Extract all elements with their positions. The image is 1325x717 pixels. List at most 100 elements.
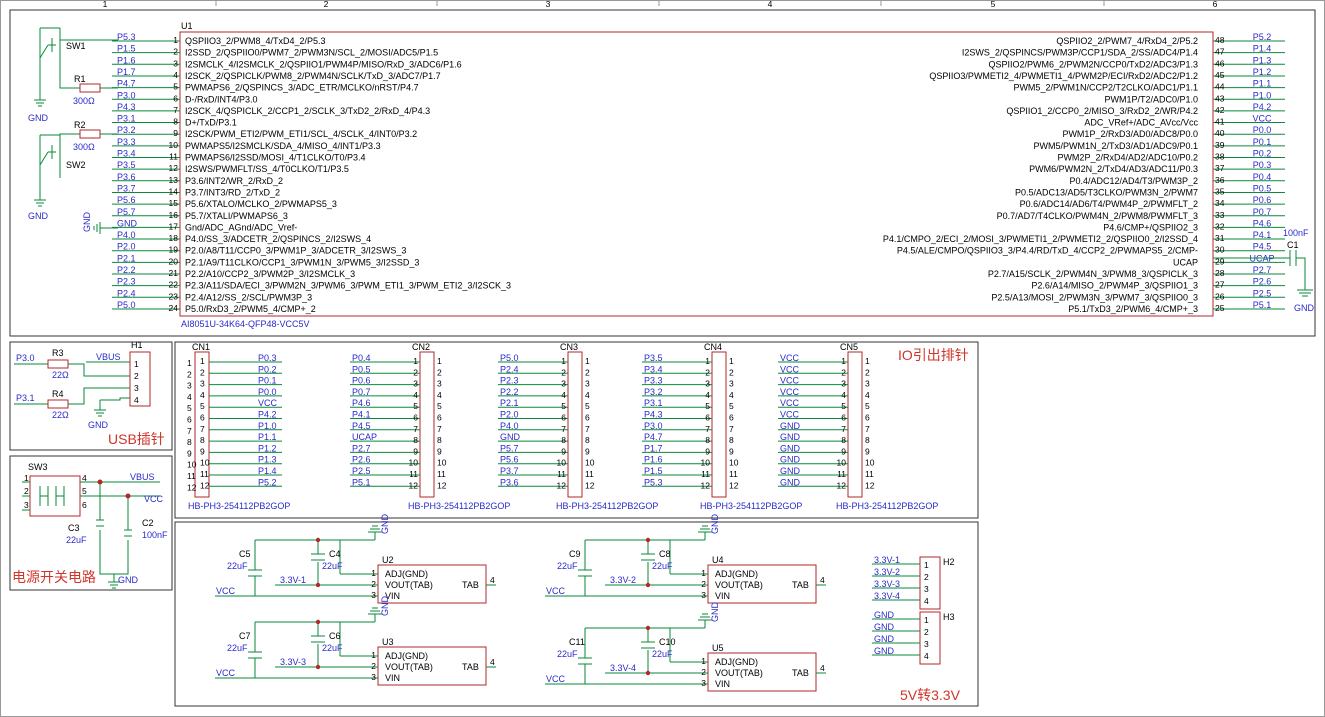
mcu-left-net: GND xyxy=(117,218,138,228)
ldo-ref: U5 xyxy=(712,643,724,653)
ldo-header-net: 3.3V-2 xyxy=(874,567,900,577)
header-net: P1.4 xyxy=(258,466,277,476)
c1-gnd: GND xyxy=(1294,303,1315,313)
ldo-gnd: GND xyxy=(710,514,720,535)
header-pin-number: 7 xyxy=(413,424,418,434)
header-pin-number: 4 xyxy=(561,390,566,400)
mcu-right-net: P4.2 xyxy=(1253,102,1272,112)
header-pin-number: 8 xyxy=(841,435,846,445)
ldo-cap-value: 22uF xyxy=(557,561,578,571)
ruler-label: 6 xyxy=(1213,0,1218,9)
header-net: P1.7 xyxy=(644,443,663,453)
mcu-pin-number: 4 xyxy=(173,70,178,80)
sw2-gnd: GND xyxy=(28,211,49,221)
header-ref: CN1 xyxy=(192,342,210,352)
header-pin-number: 3 xyxy=(585,379,590,389)
ldo-pin-number: 1 xyxy=(701,656,706,666)
power-gnd: GND xyxy=(118,575,139,585)
header-pin-number: 7 xyxy=(841,424,846,434)
mcu-pin-number: 43 xyxy=(1215,93,1225,103)
header-pin-number: 10 xyxy=(865,458,875,468)
ruler-label: 3 xyxy=(546,0,551,9)
header-pin-number: 11 xyxy=(437,469,446,479)
mcu-left-net: P2.1 xyxy=(117,253,136,263)
header-net: P1.2 xyxy=(258,443,277,453)
header-net: P4.5 xyxy=(352,421,371,431)
header-pin-number: 6 xyxy=(729,413,734,423)
header-net: P1.5 xyxy=(644,466,663,476)
sw1-ref: SW1 xyxy=(66,41,86,51)
c3-value: 22uF xyxy=(66,535,87,545)
header-pin-number: 9 xyxy=(437,446,442,456)
header-part: HB-PH3-254112PB2GOP xyxy=(188,501,290,511)
h1-ref: H1 xyxy=(131,340,143,350)
header-pin-number: 3 xyxy=(865,379,870,389)
mcu-pin-function: P2.3/A11/SDA/ECI_3/PWM2N_3/PWM6_3/PWM_ET… xyxy=(185,281,511,291)
mcu-pin-function: ADC_VRef+/ADC_AVcc/Vcc xyxy=(1084,118,1198,128)
header-net: GND xyxy=(500,432,521,442)
header-pin-number: 9 xyxy=(561,446,566,456)
mcu-pin-number: 10 xyxy=(169,140,179,150)
c2-value: 100nF xyxy=(142,530,168,540)
header-pin-number: 7 xyxy=(437,424,442,434)
usb-p31: P3.1 xyxy=(16,393,35,403)
header-pin-number: 11 xyxy=(200,469,209,479)
header-part: HB-PH3-254112PB2GOP xyxy=(700,501,802,511)
mcu-right-net: P0.4 xyxy=(1253,172,1272,182)
ldo-cap-ref: C5 xyxy=(239,549,251,559)
header-pin-number: 5 xyxy=(865,401,870,411)
header-pin-number: 9 xyxy=(729,446,734,456)
header-pin-number: 7 xyxy=(729,424,734,434)
mcu-right-net: P1.0 xyxy=(1253,90,1272,100)
mcu-right-net: P2.7 xyxy=(1253,265,1272,275)
header-net: P0.6 xyxy=(352,376,371,386)
ldo-header-pin: 4 xyxy=(924,651,929,661)
ldo-header-net: GND xyxy=(874,646,895,656)
header-pin-number: 3 xyxy=(561,379,566,389)
header-pin-number: 1 xyxy=(729,356,734,366)
mcu-pin-number: 47 xyxy=(1215,47,1225,57)
mcu-pin-number: 1 xyxy=(173,35,178,45)
mcu-pin-function: P4.1/CMPO_2/ECI_2/MOSI_3/PWMETI1_2/PWMET… xyxy=(883,234,1198,244)
header-net: VCC xyxy=(780,364,800,374)
ldo-cap-ref: C11 xyxy=(569,637,585,647)
header-net: P3.6 xyxy=(500,477,519,487)
c1-value: 100nF xyxy=(1283,228,1309,238)
r3-ref: R3 xyxy=(52,348,64,358)
header-pin-number: 4 xyxy=(865,390,870,400)
mcu-ref: U1 xyxy=(181,21,193,31)
mcu-pin-number: 31 xyxy=(1215,233,1225,243)
mcu-pin-function: P5.0/RxD3_2/PWM5_4/CMP+_2 xyxy=(185,304,316,314)
header-pin-number: 1 xyxy=(437,356,442,366)
header-pin-number: 6 xyxy=(841,413,846,423)
ldo-block: U5ADJ(GND)VOUT(TAB)VINTAB1234C1122uFC102… xyxy=(545,602,826,692)
header-net: UCAP xyxy=(352,432,377,442)
header-pin-number: 2 xyxy=(437,367,442,377)
mcu-pin-function: UCAP xyxy=(1173,257,1198,267)
mcu-pin-number: 17 xyxy=(169,221,179,231)
mcu-pin-function: I2SCK/PWM_ETI2/PWM_ETI1/SCL_4/SCLK_4/INT… xyxy=(185,129,417,139)
header-net: P3.5 xyxy=(644,353,663,363)
mcu-left-net: P5.6 xyxy=(117,195,136,205)
header-net: P1.6 xyxy=(644,455,663,465)
mcu-right-net: P5.2 xyxy=(1253,32,1272,42)
header-net: P0.5 xyxy=(352,364,371,374)
header-pin-number: 10 xyxy=(557,458,567,468)
mcu-left-net: P4.7 xyxy=(117,79,136,89)
header-pin-number: 3 xyxy=(187,381,192,391)
header-pin-number: 12 xyxy=(187,482,197,492)
mcu-left-net: P1.5 xyxy=(117,44,136,54)
header-pin-number: 12 xyxy=(837,480,847,490)
header-pin-number: 5 xyxy=(187,403,192,413)
mcu-left-net: P3.7 xyxy=(117,183,136,193)
c2-ref: C2 xyxy=(142,518,154,528)
power-panel xyxy=(9,455,173,591)
header-pin-number: 9 xyxy=(705,446,710,456)
power-vbus: VBUS xyxy=(130,472,155,482)
mcu-pin-function: PWM5/PWM1N_2/TxD3/AD1/ADC9/P0.1 xyxy=(1033,141,1198,151)
header-pin-number: 4 xyxy=(729,390,734,400)
header-pin-number: 6 xyxy=(437,413,442,423)
header-net: P5.3 xyxy=(644,477,663,487)
header-pin-number: 12 xyxy=(409,480,419,490)
mcu-pin-number: 19 xyxy=(169,245,179,255)
